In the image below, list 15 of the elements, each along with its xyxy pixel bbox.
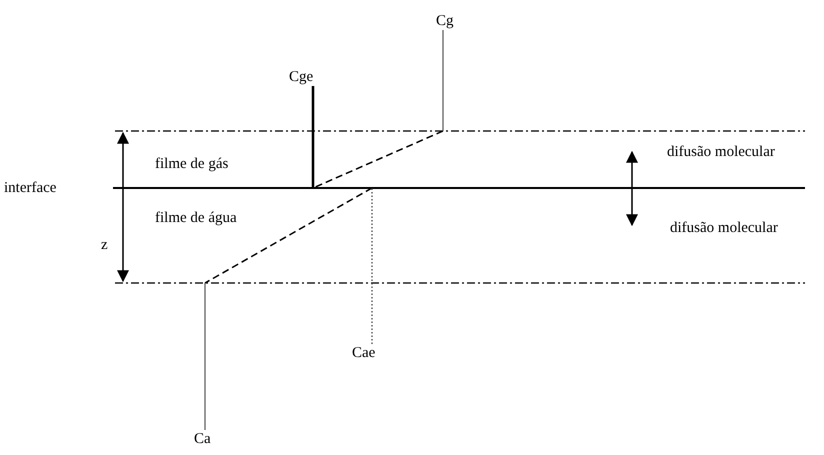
interface-label: interface (4, 179, 56, 197)
leader-line (442, 30, 444, 132)
process-label: difusão molecular (667, 143, 775, 161)
process-label: difusão molecular (670, 219, 778, 237)
concentration-label: Cge (289, 68, 314, 86)
film-label: filme de gás (155, 155, 228, 173)
concentration-label: Ca (194, 430, 211, 448)
concentration-label: Cg (436, 12, 454, 30)
concentration-profile (204, 130, 444, 284)
leader-line (204, 282, 206, 430)
leader-line (371, 188, 373, 344)
film-label: filme de água (155, 209, 237, 227)
dimension-label: z (101, 236, 108, 254)
leader-line (312, 86, 314, 188)
concentration-label: Cae (352, 344, 376, 362)
